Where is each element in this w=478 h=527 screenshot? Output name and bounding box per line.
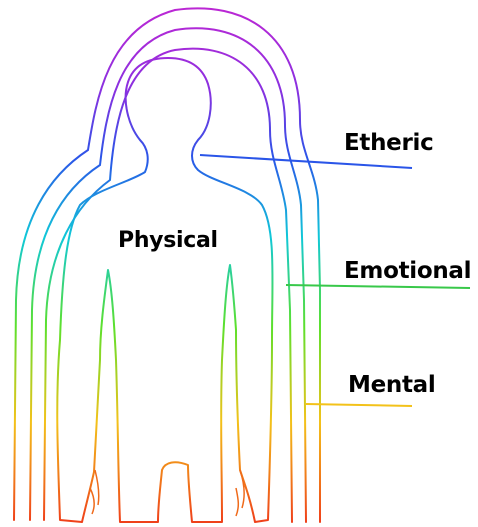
mental-layer-outline: [14, 8, 320, 522]
mental-label: Mental: [348, 374, 435, 397]
emotional-label: Emotional: [344, 260, 471, 283]
etheric-label: Etheric: [344, 132, 433, 155]
physical-body-outline: [57, 58, 272, 522]
mental-pointer-line: [306, 404, 412, 406]
emotional-layer-outline: [30, 28, 306, 522]
physical-label: Physical: [118, 230, 218, 252]
emotional-pointer-line: [286, 285, 470, 288]
etheric-layer-outline: [44, 49, 292, 522]
left-hand-detail: [90, 470, 99, 514]
